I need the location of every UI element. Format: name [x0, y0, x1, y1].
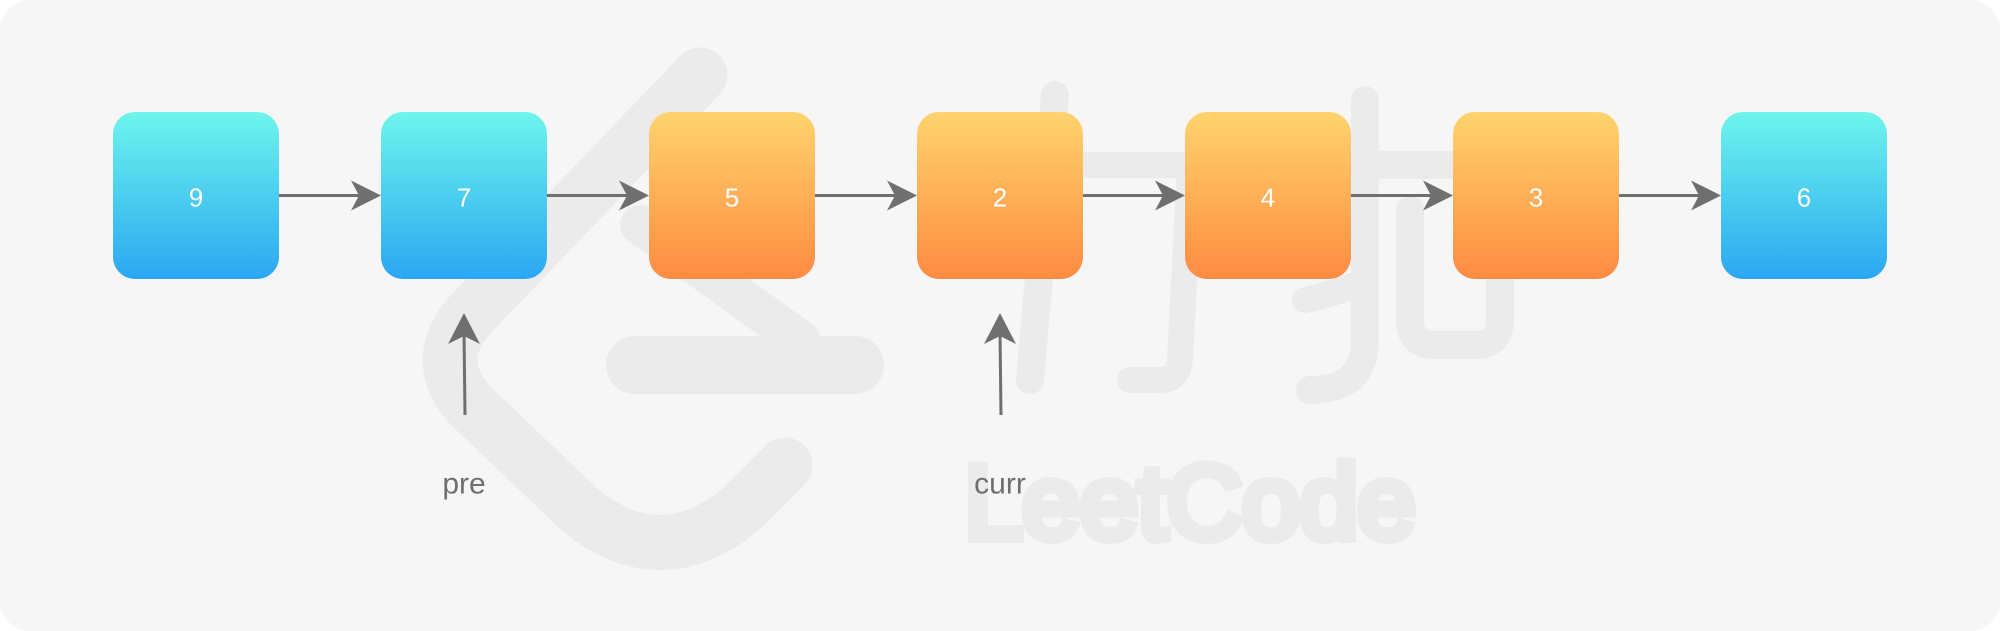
pointer-arrow-head — [984, 313, 1016, 344]
pointer-shaft — [998, 331, 1003, 416]
edge-arrow — [279, 180, 381, 211]
arrow-head — [887, 180, 917, 211]
node-value: 7 — [457, 183, 471, 213]
watermark-text: LeetCode — [959, 440, 1420, 566]
edge-arrow — [1351, 180, 1453, 211]
list-node: 6 — [1721, 112, 1887, 279]
arrow-head — [351, 180, 381, 211]
list-node: 2 — [917, 112, 1083, 279]
node-value: 5 — [725, 183, 739, 213]
pointer-curr: curr — [974, 313, 1026, 501]
list-node: 3 — [1453, 112, 1619, 279]
arrow-head — [1423, 180, 1453, 211]
node-value: 6 — [1797, 183, 1811, 213]
pointers-layer: pre curr — [442, 313, 1026, 501]
arrow-head — [1691, 180, 1721, 211]
node-box — [1185, 112, 1351, 279]
node-value: 3 — [1529, 183, 1543, 213]
list-node: 7 — [381, 112, 547, 279]
edge-arrow — [815, 180, 917, 211]
node-box — [1453, 112, 1619, 279]
list-node: 9 — [113, 112, 279, 279]
node-value: 4 — [1261, 183, 1275, 213]
pointer-label: curr — [974, 468, 1026, 501]
node-box — [113, 112, 279, 279]
pointer-shaft — [462, 331, 467, 416]
watermark-label: LeetCode — [964, 445, 1415, 561]
arrow-head — [1155, 180, 1185, 211]
edge-arrow — [547, 180, 649, 211]
node-value: 2 — [993, 183, 1007, 213]
node-box — [917, 112, 1083, 279]
edges-layer — [279, 180, 1721, 211]
node-box — [649, 112, 815, 279]
node-box — [1721, 112, 1887, 279]
list-node: 4 — [1185, 112, 1351, 279]
arrow-head — [619, 180, 649, 211]
nodes-layer: 9 7 5 2 4 3 6 — [113, 112, 1887, 279]
node-box — [381, 112, 547, 279]
edge-arrow — [1619, 180, 1721, 211]
pointer-label: pre — [442, 468, 485, 501]
list-node: 5 — [649, 112, 815, 279]
pointer-pre: pre — [442, 313, 486, 501]
node-value: 9 — [189, 183, 203, 213]
pointer-arrow-head — [448, 313, 480, 344]
edge-arrow — [1083, 180, 1185, 211]
